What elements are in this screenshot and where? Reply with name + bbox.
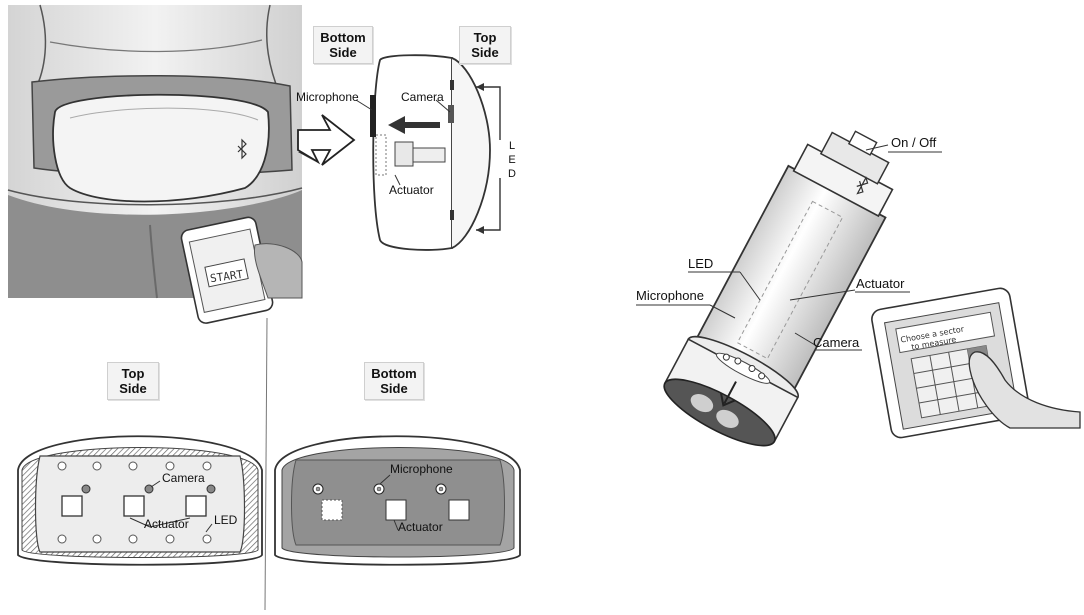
bottom-side-panel-illustration bbox=[274, 435, 521, 566]
actuator-label: Actuator bbox=[389, 183, 434, 197]
led-label: LED bbox=[506, 140, 518, 182]
on-off-label: On / Off bbox=[891, 135, 937, 150]
handheld-microphone-label: Microphone bbox=[636, 288, 704, 303]
top-side-panel-title: Top Side bbox=[107, 362, 159, 400]
handheld-camera-label: Camera bbox=[813, 335, 860, 350]
vertical-divider bbox=[264, 317, 268, 611]
led-bracket bbox=[476, 83, 501, 234]
tablet-illustration bbox=[871, 287, 1081, 439]
camera-label: Camera bbox=[401, 90, 444, 104]
belt-device-cross-section bbox=[355, 54, 491, 251]
handheld-device-illustration bbox=[636, 130, 942, 447]
top-panel-actuator-label: Actuator bbox=[144, 517, 189, 531]
bottom-side-panel-title: Bottom Side bbox=[364, 362, 424, 400]
bottom-side-title: Bottom Side bbox=[313, 26, 373, 64]
top-side-title: Top Side bbox=[459, 26, 511, 64]
right-arrow-icon bbox=[297, 114, 356, 166]
belt-on-body-illustration bbox=[7, 4, 303, 324]
bottom-panel-actuator-label: Actuator bbox=[398, 520, 443, 534]
handheld-actuator-label: Actuator bbox=[856, 276, 905, 291]
led-dots bbox=[57, 461, 212, 544]
top-panel-led-label: LED bbox=[214, 513, 238, 527]
handheld-led-label: LED bbox=[688, 256, 714, 271]
top-side-panel-illustration bbox=[17, 435, 263, 566]
top-panel-camera-label: Camera bbox=[162, 471, 205, 485]
bottom-panel-microphone-label: Microphone bbox=[390, 462, 453, 476]
microphone-label: Microphone bbox=[296, 90, 359, 104]
